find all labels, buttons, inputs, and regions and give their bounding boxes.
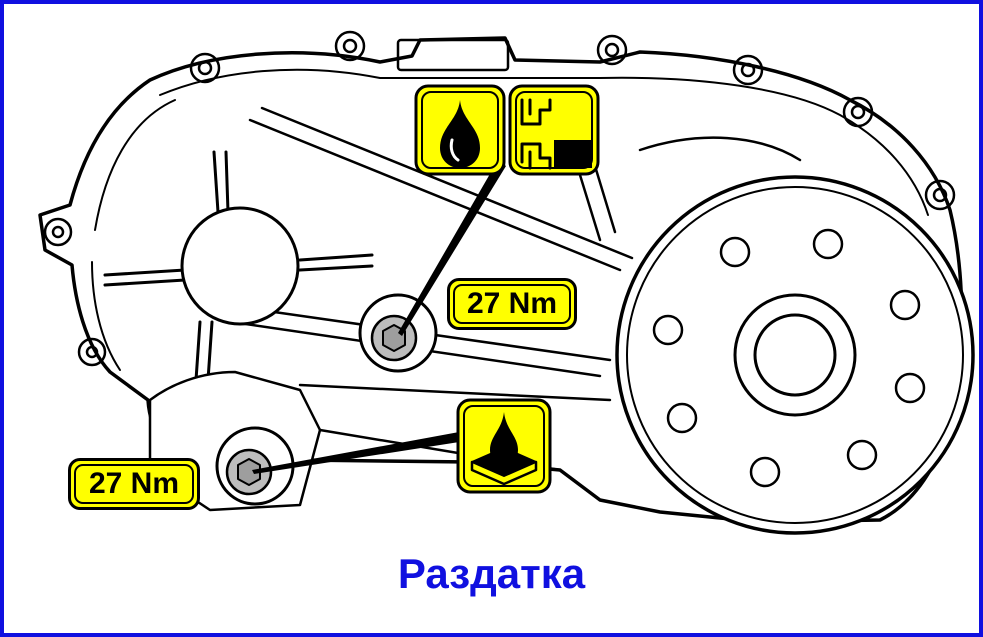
front-shaft-hub bbox=[103, 150, 374, 382]
leader-lines bbox=[252, 160, 506, 474]
oil-drop-icon bbox=[414, 84, 506, 176]
diagram-caption: Раздатка bbox=[397, 550, 586, 597]
lower-torque-label-inner bbox=[74, 464, 194, 504]
upper-torque-label-inner bbox=[453, 284, 571, 324]
lower-torque-label: 27 Nm bbox=[68, 458, 200, 510]
fill-level-icon bbox=[508, 84, 600, 176]
oil-drain-icon bbox=[456, 398, 552, 494]
upper-torque-value: 27 Nm bbox=[466, 287, 558, 320]
mounting-ears bbox=[43, 30, 956, 367]
output-flange bbox=[615, 175, 975, 535]
upper-torque-label: 27 Nm bbox=[447, 278, 577, 330]
lower-torque-value: 27 Nm bbox=[88, 467, 180, 500]
